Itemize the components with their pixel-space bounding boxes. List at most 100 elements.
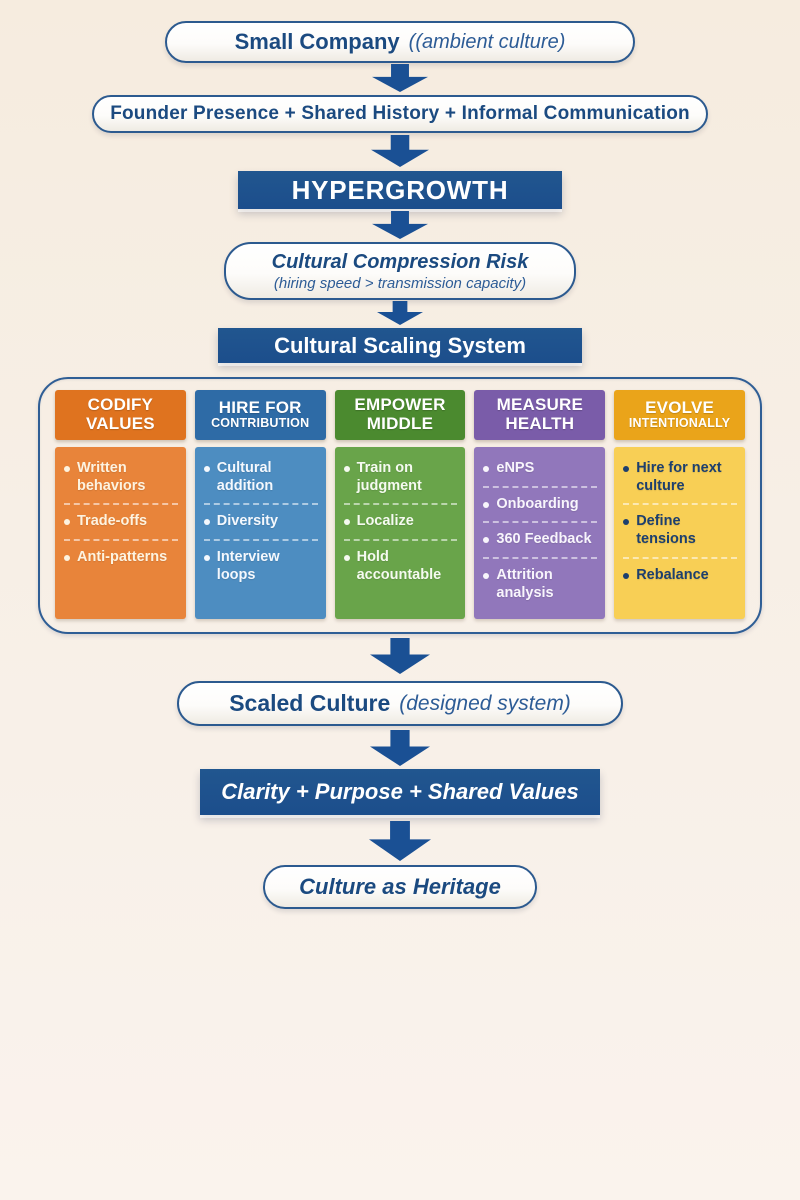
pillar-item: Train on judgment [343,460,458,495]
bullet-icon [483,573,490,580]
small-company-node: Small Company ((ambient culture) [165,21,635,63]
pillar-item: Onboarding [483,496,597,514]
compression-risk-node: Cultural Compression Risk (hiring speed … [224,242,576,300]
pillar-item-label: Train on judgment [356,460,422,494]
bullet-icon [203,519,210,526]
pillar-item: Hire for next culture [623,460,737,495]
pillar-item-label: Written behaviors [77,460,146,494]
down-arrow [371,135,429,167]
pillar-header: EVOLVE INTENTIONALLY [614,390,745,440]
bullet-icon [203,555,210,562]
pillar-item-label: Anti-patterns [77,549,168,566]
item-separator [64,539,178,542]
down-arrow [372,211,428,239]
pillar-header-line2: VALUES [85,414,155,433]
pillar-item: Define tensions [623,513,737,548]
down-arrow [370,638,430,674]
item-separator [483,521,598,524]
bullet-icon [64,519,70,526]
pillar-item: Attrition analysis [483,567,597,602]
pillar-header-line1: MEASURE [496,395,583,415]
pillar-measure-health: MEASURE HEALTH eNPS Onboarding 360 Feedbac… [474,390,606,619]
founder-presence-node: Founder Presence + Shared History + Info… [92,95,708,133]
pillar-item: Written behaviors [64,460,178,495]
pillar-item-label: Hold accountable [356,549,442,583]
pillar-header-line2: HEALTH [505,414,575,433]
pillar-item-label: Diversity [216,513,279,530]
item-separator [483,485,598,488]
pillar-header: MEASURE HEALTH [474,390,606,440]
bullet-icon [343,555,350,562]
small-company-title: Small Company [234,29,400,54]
pillar-item: Interview loops [203,549,318,584]
pillar-item: Hold accountable [343,549,458,584]
bullet-icon [343,466,350,472]
pillar-item-label: Define tensions [636,513,696,548]
pillar-item-label: Trade-offs [77,513,148,530]
pillar-header: CODIFY VALUES [55,390,186,440]
culture-heritage-node: Culture as Heritage [263,865,537,909]
pillar-item-label: Attrition analysis [496,567,554,601]
pillar-item: Rebalance [623,567,737,585]
pillar-header-line1: EMPOWER [354,395,446,415]
pillar-header: HIRE FOR CONTRIBUTION [194,390,326,440]
compression-risk-subtitle: (hiring speed > transmission capacity) [273,274,527,292]
pillar-item: Cultural addition [203,460,318,495]
scaled-culture-node: Scaled Culture (designed system) [177,681,623,726]
bullet-icon [483,466,490,472]
item-separator [203,539,318,542]
pillar-header-line2: CONTRIBUTION [211,416,310,431]
pillar-item: eNPS [483,460,597,478]
bullet-icon [203,466,210,472]
item-separator [343,539,458,542]
bullet-icon [483,501,490,508]
pillar-evolve-intentionally: EVOLVE INTENTIONALLY Hire for next cultu… [614,390,745,619]
item-separator [64,503,178,506]
pillar-item: Trade-offs [64,513,178,531]
scaling-system-header: Cultural Scaling System [218,328,582,363]
pillar-header-line2: INTENTIONALLY [628,416,731,431]
down-arrow [370,730,430,766]
bullet-icon [64,466,70,472]
pillar-item-label: Onboarding [496,495,579,512]
item-separator [623,503,737,506]
scaled-culture-subtitle: (designed system) [399,691,571,715]
pillar-item: Localize [343,513,458,531]
pillar-header-line1: CODIFY [87,395,154,415]
down-arrow [369,821,431,861]
scaled-culture-title: Scaled Culture [229,690,391,716]
pillar-item-label: Rebalance [636,566,709,583]
small-company-subtitle: ((ambient culture) [408,30,566,53]
bullet-icon [623,466,630,472]
pillar-item-label: 360 Feedback [496,531,592,548]
clarity-purpose-node: Clarity + Purpose + Shared Values [200,769,600,815]
item-separator [623,556,737,559]
pillar-header-line1: EVOLVE [645,397,715,417]
down-arrow [372,64,428,92]
bullet-icon [483,537,490,544]
pillar-item-label: Localize [356,513,414,530]
pillar-item-label: eNPS [496,460,535,476]
bullet-icon [623,519,630,526]
pillar-item: Diversity [203,513,318,531]
hypergrowth-node: HYPERGROWTH [238,171,562,209]
bullet-icon [64,555,70,562]
pillar-header-line2: MIDDLE [366,414,434,433]
down-arrow [377,301,423,325]
item-separator [343,503,458,506]
item-separator [203,503,318,506]
pillar-item-label: Cultural addition [216,460,274,494]
compression-risk-title: Cultural Compression Risk [271,250,529,273]
item-separator [483,557,598,560]
pillar-header: EMPOWER MIDDLE [334,390,466,440]
pillar-header-line1: HIRE FOR [218,397,302,417]
pillar-item-label: Hire for next culture [636,460,722,494]
